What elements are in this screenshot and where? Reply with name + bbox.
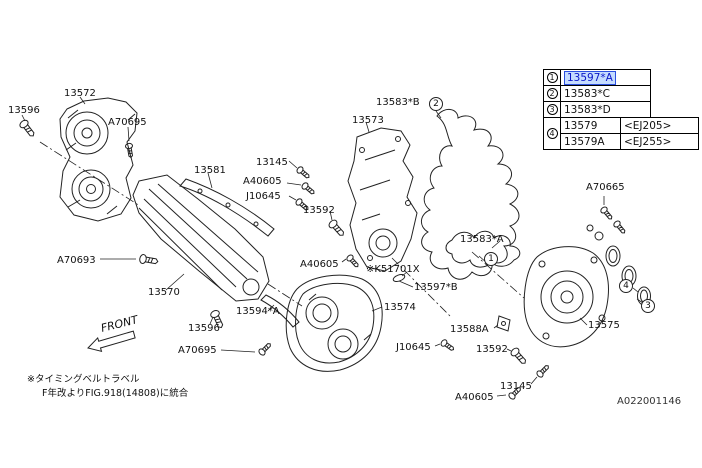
gasket-13583A: [445, 230, 521, 268]
legend-variant-ej205: <EJ205>: [620, 117, 699, 134]
bolt-13596-icon: [17, 118, 38, 140]
bolt-13145-2-icon: [535, 362, 552, 379]
part-label: 13581: [194, 165, 226, 176]
part-label: 13583*B: [376, 97, 420, 108]
legend-circled-number: 2: [546, 88, 558, 99]
part-label: 13145: [500, 381, 532, 392]
legend-part-13583D: 13583*D: [560, 101, 651, 118]
side-cover-13575: [523, 246, 609, 348]
part-label: 13572: [64, 88, 96, 99]
bolt-A70695-icon: [124, 142, 135, 159]
part-label: A40605: [243, 176, 282, 187]
part-label: 13583*A: [460, 234, 504, 245]
part-label: 13588A: [450, 324, 489, 335]
bolt-A70695-2-icon: [257, 340, 274, 357]
timing-cover-13570: [132, 174, 270, 302]
legend-circled-number: 3: [546, 104, 558, 115]
bolt-13592-icon: [327, 218, 347, 239]
footnote-timing-belt-label: ※タイミングベルトラベル: [27, 374, 140, 385]
part-label: A40605: [455, 392, 494, 403]
front-direction-arrow: FRONT: [87, 313, 141, 352]
front-cover-13574: [285, 274, 383, 372]
legend-part-13579: 13579: [560, 117, 621, 134]
key-K51701X: [392, 274, 406, 282]
part-label: ※K51701X: [366, 264, 420, 275]
part-label: A70695: [178, 345, 217, 356]
legend-row: 13579A <EJ255>: [544, 133, 699, 150]
legend-table: 1 13597*A 2 13583*C 3 13583*D 4 13579 <E…: [543, 69, 699, 150]
bracket-13594A: [260, 294, 300, 328]
part-label: 13570: [148, 287, 180, 298]
legend-row: 2 13583*C: [543, 85, 651, 102]
rear-cover-13573: [347, 127, 418, 272]
legend-row: 3 13583*D: [543, 101, 651, 118]
clip-13588A: [496, 315, 511, 332]
part-label: 13145: [256, 157, 288, 168]
part-label: 13592: [476, 344, 508, 355]
part-label: J10645: [246, 191, 281, 202]
center-axis-lines: [39, 141, 525, 319]
part-label: 13596: [8, 105, 40, 116]
legend-simple-rows: 1 13597*A 2 13583*C 3 13583*D: [543, 69, 651, 118]
belt-guide-13581: [179, 178, 275, 237]
legend-circled-number: 4: [546, 128, 558, 139]
part-label: 13574: [384, 302, 416, 313]
bolt-A70665-icon: [599, 205, 615, 222]
timing-cover-13572: [59, 97, 138, 222]
part-label: A70695: [108, 117, 147, 128]
bolt-13145-icon: [295, 165, 312, 181]
callout-number-4: 4: [619, 279, 633, 293]
legend-row: 4 13579 <EJ205>: [543, 117, 699, 150]
callout-number-1: 1: [484, 252, 498, 266]
callout-number-2: 2: [429, 97, 443, 111]
legend-circled-number: 1: [546, 72, 558, 83]
gasket-13583B: [421, 109, 520, 280]
part-label: 13597*B: [414, 282, 458, 293]
part-label: 13573: [352, 115, 384, 126]
part-label: 13592: [303, 205, 335, 216]
part-label: 13594*A: [236, 306, 280, 317]
part-label: A70693: [57, 255, 96, 266]
part-label: A40605: [300, 259, 339, 270]
legend-part-13597A[interactable]: 13597*A: [564, 70, 616, 85]
part-label: J10645: [396, 342, 431, 353]
bolt-A70665-2-icon: [612, 219, 628, 236]
oring-seals-13579: [586, 224, 651, 306]
part-label: 13596: [188, 323, 220, 334]
legend-variant-ej255: <EJ255>: [620, 133, 699, 150]
bolt-A40605-mid-icon: [345, 253, 361, 270]
bolt-A40605-icon: [300, 181, 317, 197]
drawing-number: A022001146: [617, 396, 682, 407]
legend-part-13579A: 13579A: [560, 133, 621, 150]
legend-row: 1 13597*A: [543, 69, 651, 86]
footnote-fig-integration: F年改よりFIG.918(14808)に統合: [42, 388, 189, 399]
leader-lines: [21, 96, 644, 397]
part-label: 13575: [588, 320, 620, 331]
bolt-13592-2-icon: [509, 346, 529, 367]
bolt-J10645-2-icon: [439, 338, 457, 354]
front-arrow-label: FRONT: [100, 313, 141, 335]
part-label: A70665: [586, 182, 625, 193]
callout-number-3: 3: [641, 299, 655, 313]
bolt-A70693-icon: [138, 253, 160, 267]
legend-part-13583C: 13583*C: [560, 85, 651, 102]
legend-grouped-rows: 4 13579 <EJ205> 13579A <EJ255>: [543, 117, 699, 150]
